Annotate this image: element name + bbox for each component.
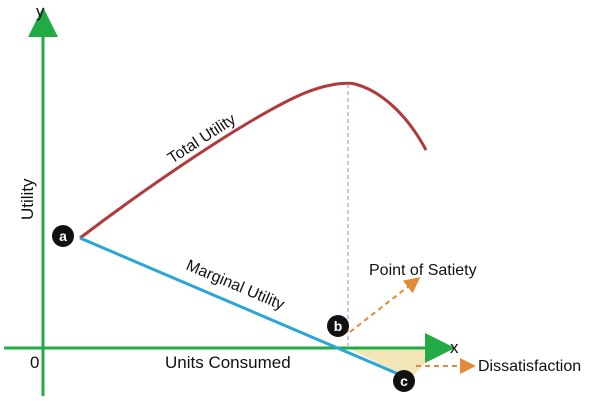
origin-label: 0 [30,353,39,372]
horizontal-axis-title: Units Consumed [165,353,291,372]
vertical-axis-title: Utility [18,178,37,220]
point-a-marker: a [52,225,74,247]
marginal-utility-line [79,236,411,381]
x-axis-letter: x [450,338,459,357]
total-utility-curve [79,81,428,240]
dissatisfaction-label: Dissatisfaction [478,358,581,375]
dissatisfaction-region [348,348,440,379]
y-axis-letter: y [36,2,45,21]
point-a-label: a [59,228,67,244]
point-of-satiety-label: Point of Satiety [369,262,477,279]
point-c-label: c [400,373,408,389]
point-b-marker: b [327,315,349,337]
point-c-marker: c [393,370,415,392]
point-b-label: b [334,318,343,334]
total-utility-label: Total Utility [165,111,239,167]
satiety-arrow [349,277,421,333]
